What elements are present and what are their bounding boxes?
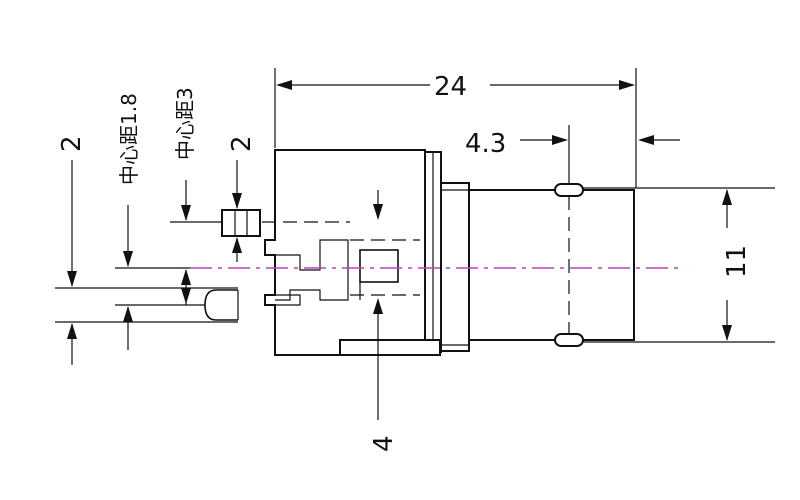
dim-24-label: 24 [434, 72, 467, 102]
dim-4-3-label: 4.3 [465, 129, 506, 159]
center-distance-3: 中心距3 [173, 87, 197, 305]
dimension-4-3: 4.3 [465, 129, 680, 159]
dimension-4: 4 [369, 190, 399, 452]
dim-11-label: 11 [722, 245, 752, 278]
dim-4-label: 4 [369, 435, 399, 452]
center-distance-1-8-label: 中心距1.8 [117, 93, 141, 185]
dimension-11: 11 [722, 189, 752, 341]
dimension-24: 24 [276, 72, 635, 102]
extension-lines [55, 68, 775, 343]
dimension-2-pin: 2 [227, 135, 257, 262]
dimension-2-left: 2 [57, 135, 87, 365]
internal-features [204, 209, 420, 321]
dim-2-pin-label: 2 [227, 135, 257, 152]
dim-2-left-label: 2 [57, 135, 87, 152]
center-distance-1-8: 中心距1.8 [117, 93, 141, 350]
center-distance-3-label: 中心距3 [173, 87, 197, 160]
